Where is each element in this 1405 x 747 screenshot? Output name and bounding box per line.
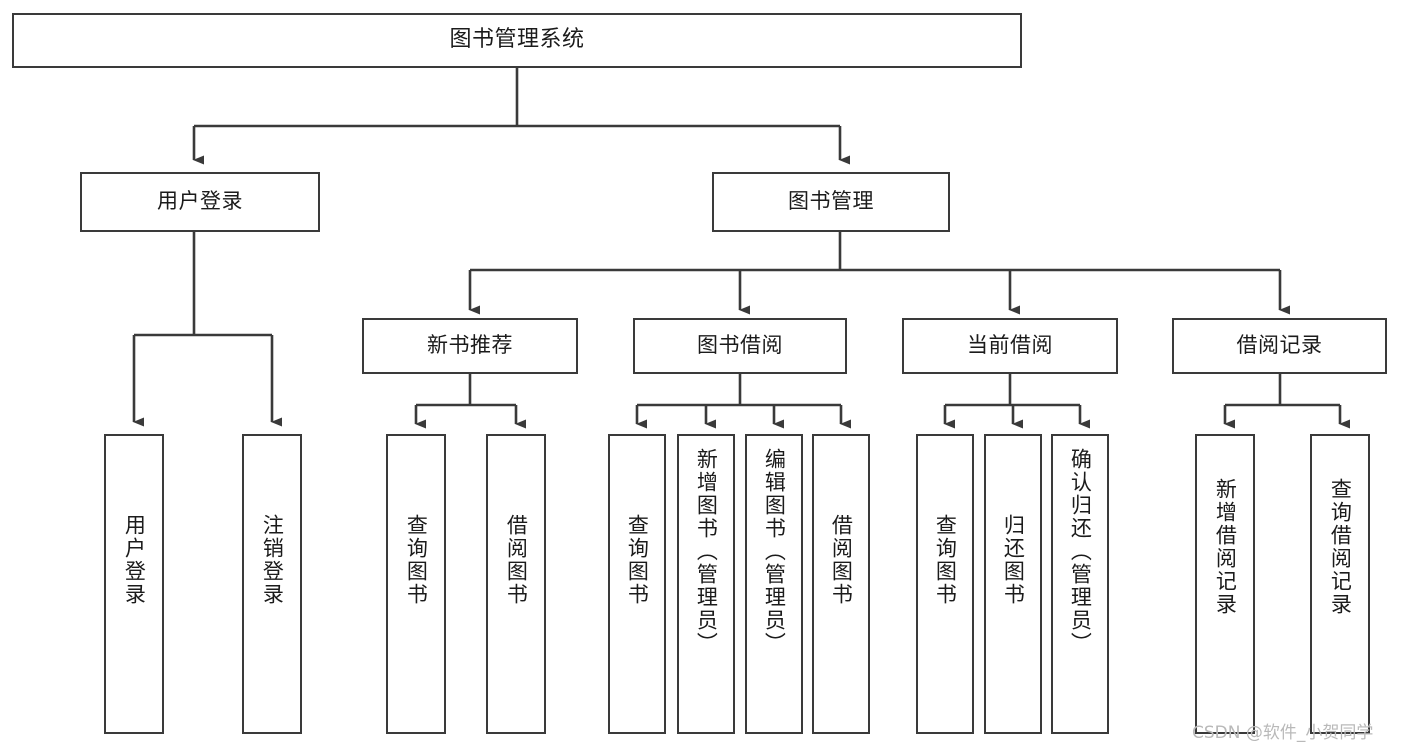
- leaf-logout-login[interactable]: 注销登录: [242, 434, 302, 734]
- leaf-return-book[interactable]: 归还图书: [984, 434, 1042, 734]
- node-new-book-recommend[interactable]: 新书推荐: [362, 318, 578, 374]
- node-label: 确认归还（管理员）: [1068, 448, 1093, 655]
- node-label: 查询图书: [625, 514, 650, 606]
- leaf-borrow-book-new-rec[interactable]: 借阅图书: [486, 434, 546, 734]
- node-borrow-record[interactable]: 借阅记录: [1172, 318, 1387, 374]
- node-label: 图书管理: [788, 189, 874, 214]
- leaf-edit-book-admin[interactable]: 编辑图书（管理员）: [745, 434, 803, 734]
- leaf-query-book-current[interactable]: 查询图书: [916, 434, 974, 734]
- node-label: 新书推荐: [427, 333, 513, 358]
- node-label: 查询图书: [933, 514, 958, 606]
- node-root-book-management-system[interactable]: 图书管理系统: [12, 13, 1022, 68]
- node-label: 借阅记录: [1236, 333, 1323, 358]
- node-label: 用户登录: [122, 514, 147, 606]
- node-label: 新增图书（管理员）: [694, 448, 719, 655]
- node-label: 查询图书: [404, 514, 429, 606]
- leaf-confirm-return-admin[interactable]: 确认归还（管理员）: [1051, 434, 1109, 734]
- leaf-add-book-admin[interactable]: 新增图书（管理员）: [677, 434, 735, 734]
- node-label: 借阅图书: [504, 514, 529, 606]
- leaf-query-borrow-record[interactable]: 查询借阅记录: [1310, 434, 1370, 734]
- csdn-watermark: CSDN @软件_小贺同学: [1192, 723, 1374, 743]
- leaf-query-book-borrow[interactable]: 查询图书: [608, 434, 666, 734]
- leaf-add-borrow-record[interactable]: 新增借阅记录: [1195, 434, 1255, 734]
- node-label: 当前借阅: [967, 333, 1053, 358]
- node-current-borrow[interactable]: 当前借阅: [902, 318, 1118, 374]
- leaf-user-login[interactable]: 用户登录: [104, 434, 164, 734]
- node-label: 编辑图书（管理员）: [762, 448, 787, 655]
- node-label: 归还图书: [1001, 514, 1026, 606]
- node-book-borrow[interactable]: 图书借阅: [633, 318, 847, 374]
- node-label: 图书借阅: [697, 333, 783, 358]
- node-label: 借阅图书: [829, 514, 854, 606]
- leaf-query-book-new-rec[interactable]: 查询图书: [386, 434, 446, 734]
- node-label: 新增借阅记录: [1213, 478, 1238, 616]
- node-label: 图书管理系统: [449, 27, 585, 53]
- node-label: 用户登录: [157, 189, 243, 214]
- node-book-manage[interactable]: 图书管理: [712, 172, 950, 232]
- node-label: 查询借阅记录: [1328, 478, 1353, 616]
- leaf-borrow-book-borrow[interactable]: 借阅图书: [812, 434, 870, 734]
- node-user-login[interactable]: 用户登录: [80, 172, 320, 232]
- node-label: 注销登录: [260, 514, 285, 606]
